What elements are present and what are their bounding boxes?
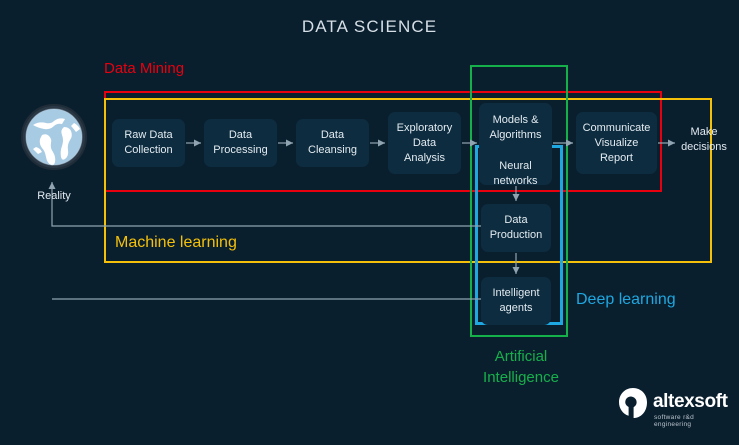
node-make-decisions: Make decisions — [668, 125, 739, 155]
group-label-machine-learning: Machine learning — [115, 234, 237, 251]
group-label-ai-line1: Artificial — [494, 348, 548, 365]
node-reality-label: Reality — [37, 190, 71, 202]
node-data-cleansing-line1: Data — [320, 129, 345, 141]
node-data-cleansing-line2: Cleansing — [308, 144, 357, 156]
node-make-decisions-line1: Make — [690, 126, 718, 138]
group-label-data-mining: Data Mining — [104, 60, 185, 77]
node-communicate-visualize-report-line1: Communicate — [582, 121, 651, 134]
altexsoft-tagline: software r&d engineering — [654, 414, 695, 428]
node-data-production-line2: Production — [489, 229, 543, 241]
node-models-algorithms-line1: Models & — [492, 114, 539, 126]
group-label-deep-learning: Deep learning — [576, 291, 676, 308]
group-frame-artificial-intelligence — [470, 65, 568, 337]
node-intelligent-agents[interactable]: Intelligent agents — [481, 277, 551, 325]
node-raw-data-collection[interactable]: Raw Data Collection — [112, 119, 185, 167]
node-neural-networks-line2: networks — [493, 175, 538, 187]
node-data-production[interactable]: Data Production — [481, 204, 551, 252]
node-data-cleansing[interactable]: Data Cleansing — [296, 119, 369, 167]
node-data-processing[interactable]: Data Processing — [204, 119, 277, 167]
node-make-decisions-line2: decisions — [681, 141, 727, 153]
node-data-processing-line1: Data — [228, 129, 253, 141]
node-intelligent-agents-line2: agents — [499, 302, 533, 314]
page-title: DATA SCIENCE — [301, 17, 438, 36]
node-communicate-visualize-report-line3: Report — [599, 151, 633, 164]
altexsoft-logo: altexsoft software r&d engineering — [617, 387, 728, 433]
node-data-production-line1: Data — [504, 214, 528, 226]
node-raw-data-collection-line1: Raw Data — [124, 129, 173, 141]
altexsoft-a-mark-icon — [619, 388, 647, 418]
node-data-processing-line2: Processing — [213, 144, 268, 156]
node-models-algorithms-neural-networks[interactable]: Models & Algorithms Neural networks — [479, 103, 552, 187]
node-exploratory-data-analysis-line2: Data — [412, 136, 437, 149]
group-frame-machine-learning — [104, 98, 712, 263]
node-exploratory-data-analysis[interactable]: Exploratory Data Analysis — [388, 112, 461, 174]
node-raw-data-collection-line2: Collection — [124, 144, 173, 156]
node-communicate-visualize-report-line2: Visualize — [594, 136, 639, 149]
node-neural-networks-line1: Neural — [499, 160, 532, 172]
node-intelligent-agents-line1: Intelligent — [492, 287, 540, 299]
node-exploratory-data-analysis-line1: Exploratory — [396, 121, 453, 134]
node-exploratory-data-analysis-line3: Analysis — [404, 151, 445, 164]
group-label-ai-line2: Intelligence — [483, 369, 559, 386]
group-label-artificial-intelligence: Artificial Intelligence — [462, 346, 580, 388]
node-models-algorithms-line2: Algorithms — [489, 129, 542, 141]
globe-icon — [21, 104, 87, 170]
altexsoft-wordmark: altexsoft — [653, 391, 728, 412]
node-communicate-visualize-report[interactable]: Communicate Visualize Report — [576, 112, 657, 174]
